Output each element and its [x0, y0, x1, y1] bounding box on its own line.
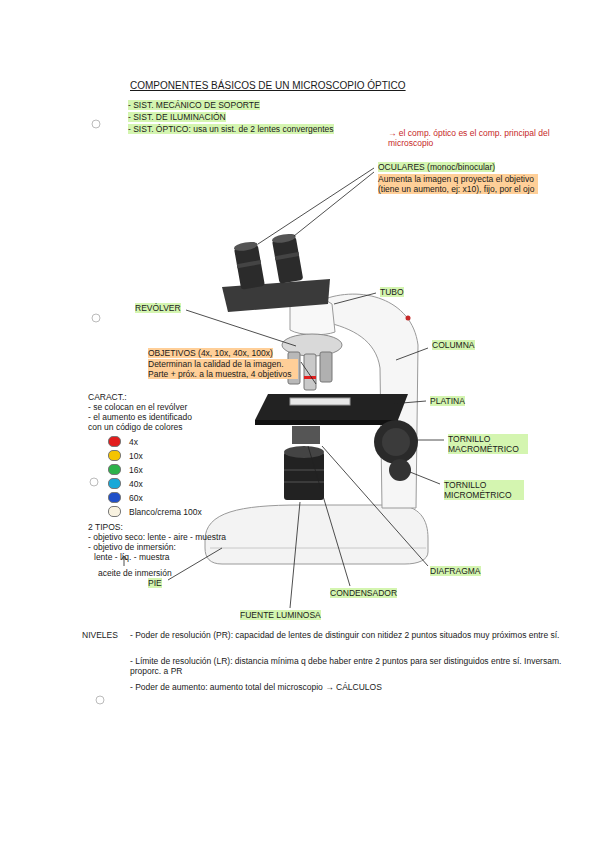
- legend-text: Blanco/crema 100x: [129, 507, 202, 517]
- leader-line: [290, 502, 300, 608]
- note-heading: CARACT.:: [88, 392, 127, 402]
- leader-line: [258, 168, 374, 244]
- legend-row: Blanco/crema 100x: [108, 506, 202, 517]
- system-item: - SIST. ÓPTICO: usa un sist. de 2 lentes…: [128, 124, 334, 134]
- eyepiece: [272, 236, 303, 283]
- stage-edge: [255, 420, 398, 425]
- part-name: OBJETIVOS (4x, 10x, 40x, 100x): [148, 348, 273, 358]
- note-heading: 2 TIPOS:: [88, 522, 123, 532]
- note-text: - se colocan en el revólver: [88, 402, 187, 412]
- leader-line: [416, 440, 444, 441]
- part-name: COLUMNA: [432, 340, 475, 350]
- objective: [304, 354, 316, 390]
- note-text: aceite de inmersión: [98, 568, 172, 578]
- objective: [320, 352, 332, 382]
- condenser: [292, 426, 320, 444]
- part-name: PIE: [148, 578, 162, 588]
- leader-line: [334, 293, 376, 304]
- system-item: - SIST. DE ILUMINACIÓN: [128, 112, 226, 122]
- part-name: CONDENSADOR: [330, 588, 397, 598]
- brand-dot: [406, 316, 411, 321]
- part-name: TUBO: [380, 287, 404, 297]
- eyepiece-top: [271, 232, 296, 244]
- binder-hole: [92, 314, 100, 322]
- legend-row: 4x: [108, 436, 138, 447]
- system-item: - SIST. MECÁNICO DE SOPORTE: [128, 100, 260, 110]
- light-top: [284, 446, 324, 458]
- legend-swatch: [108, 464, 121, 475]
- legend-row: 60x: [108, 492, 143, 503]
- leader-line: [396, 348, 428, 360]
- binder-hole: [96, 696, 104, 704]
- part-name: FUENTE LUMINOSA: [240, 610, 321, 620]
- leader-line: [168, 548, 222, 580]
- stage: [255, 394, 408, 420]
- part-name: OCULARES (monoc/binocular): [378, 162, 495, 172]
- leader-line: [294, 172, 374, 236]
- legend-text: 16x: [129, 465, 143, 475]
- leader-line: [390, 401, 426, 404]
- leader-line: [301, 362, 316, 384]
- legend-text: 10x: [129, 451, 143, 461]
- note-text: - objetivo seco: lente - aire - muestra: [88, 532, 226, 542]
- note-text: → el comp. óptico es el comp. principal …: [388, 128, 563, 148]
- binder-hole: [92, 120, 100, 128]
- eyepiece-top: [233, 240, 258, 252]
- note-text: lente - líq. - muestra: [94, 552, 170, 562]
- base-edge: [210, 548, 426, 549]
- legend-text: 4x: [129, 437, 138, 447]
- light-ridge: [284, 482, 324, 483]
- legend-swatch: [108, 506, 121, 517]
- leader-line: [186, 310, 296, 346]
- eyepiece-mount: [222, 279, 330, 312]
- coarse-knob-inner: [382, 428, 410, 456]
- base-shape: [205, 505, 428, 564]
- fine-knob: [389, 459, 411, 481]
- part-name: TORNILLO MICROMÉTRICO: [444, 480, 524, 500]
- part-note: Aumenta la imagen q proyecta el objetivo…: [378, 174, 538, 194]
- leader-line: [322, 446, 428, 566]
- legend-text: 60x: [129, 493, 143, 503]
- coarse-knob: [374, 420, 418, 464]
- legend-swatch: [108, 450, 121, 461]
- section-heading: NIVELES: [82, 630, 118, 640]
- legend-row: 40x: [108, 478, 143, 489]
- page-title: COMPONENTES BÁSICOS DE UN MICROSCOPIO ÓP…: [130, 80, 406, 91]
- legend-swatch: [108, 436, 121, 447]
- definition-text: - Poder de aumento: aumento total del mi…: [130, 682, 570, 692]
- legend-swatch: [108, 478, 121, 489]
- objective-ring: [304, 376, 316, 379]
- slide: [290, 398, 350, 405]
- eyepiece-ring: [275, 252, 299, 260]
- note-text: - el aumento es identificado con un códi…: [88, 412, 208, 432]
- definition-text: - Poder de resolución (PR): capacidad de…: [130, 630, 570, 640]
- legend-row: 10x: [108, 450, 143, 461]
- legend-text: 40x: [129, 479, 143, 489]
- part-name: DIAFRAGMA: [430, 566, 481, 576]
- eyepiece-ring: [237, 260, 261, 268]
- light-source: [284, 452, 324, 500]
- definition-text: - Límite de resolución (LR): distancia m…: [130, 656, 570, 676]
- part-name: PLATINA: [430, 396, 465, 406]
- part-note: Determinan la calidad de la imagen. Part…: [148, 359, 298, 379]
- binder-hole: [90, 478, 98, 486]
- part-name: TORNILLO MACROMÉTRICO: [448, 434, 528, 454]
- legend-row: 16x: [108, 464, 143, 475]
- eyepiece: [234, 244, 265, 290]
- leader-line: [308, 446, 350, 586]
- leader-line: [410, 472, 440, 484]
- light-ridge: [284, 470, 324, 471]
- note-text: - objetivo de inmersión:: [88, 542, 176, 552]
- legend-swatch: [108, 492, 121, 503]
- part-name: REVÓLVER: [135, 303, 181, 313]
